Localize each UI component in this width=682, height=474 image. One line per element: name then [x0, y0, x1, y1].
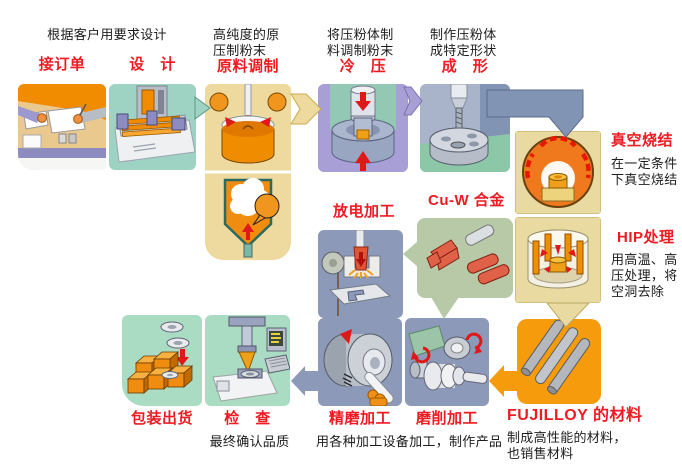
fujilloy-rods-illustration [517, 319, 601, 404]
cuw-alloy-illustration [417, 218, 513, 298]
step-label-grinding: 磨削加工 [415, 410, 478, 427]
step-label-packing: 包装出货 [130, 410, 193, 427]
step-label-order: 接订单 [38, 56, 86, 73]
inspection-note: 最终确认品质 [209, 434, 290, 449]
step-label-material-prep: 原料调制 [216, 58, 279, 75]
design-group-note: 根据客户用要求设计 [47, 27, 167, 42]
machining-note: 用各种加工设备加工，制作产品 [316, 434, 503, 449]
step-label-cuw-alloy: Cu-W 合金 [428, 192, 505, 209]
forming-illustration [420, 84, 510, 172]
vacuum-sintering-illustration [515, 131, 601, 214]
hip-note: 用高温、高压处理，将空洞去除 [611, 252, 678, 299]
cold-press-illustration [318, 84, 408, 172]
grinding-illustration [405, 318, 489, 406]
step-label-fujilloy-material: FUJILLOY 的材料 [507, 407, 643, 424]
step-label-design: 设 计 [129, 56, 176, 73]
vacuum-sintering-note: 在一定条件下真空烧结 [611, 156, 678, 187]
step-label-hip: HIP处理 [617, 229, 675, 246]
design-machine-illustration [109, 84, 196, 170]
fujilloy-material-note: 制成高性能的材料，也销售材料 [507, 430, 627, 461]
cold-press-note: 将压粉体制料调制粉末 [327, 27, 394, 58]
material-prep-note: 高纯度的原压制粉末 [213, 27, 280, 58]
forming-note: 制作压粉体成特定形状 [430, 27, 497, 58]
step-label-edm: 放电加工 [333, 203, 396, 220]
fine-grinding-illustration [318, 318, 402, 406]
arrow-finegrind-to-inspection [291, 366, 318, 396]
step-label-inspection: 检 查 [224, 410, 271, 427]
material-prep-illustration [205, 84, 291, 260]
packing-illustration [122, 315, 202, 406]
step-label-cold-press: 冷 压 [339, 58, 387, 75]
step-label-forming: 成 形 [441, 58, 489, 75]
inspection-illustration [205, 315, 290, 406]
step-label-fine-grinding: 精磨加工 [328, 410, 391, 427]
pointer-cuw-to-edm [403, 241, 418, 267]
hip-treatment-illustration [515, 217, 601, 303]
edm-illustration [318, 230, 403, 318]
arrow-material-to-cold [290, 93, 322, 125]
pointer-cuw-to-grinding [431, 297, 459, 319]
step-label-vacuum-sintering: 真空烧结 [611, 132, 674, 149]
arrow-material-to-grinding [489, 365, 517, 397]
order-desk-illustration [18, 84, 106, 170]
